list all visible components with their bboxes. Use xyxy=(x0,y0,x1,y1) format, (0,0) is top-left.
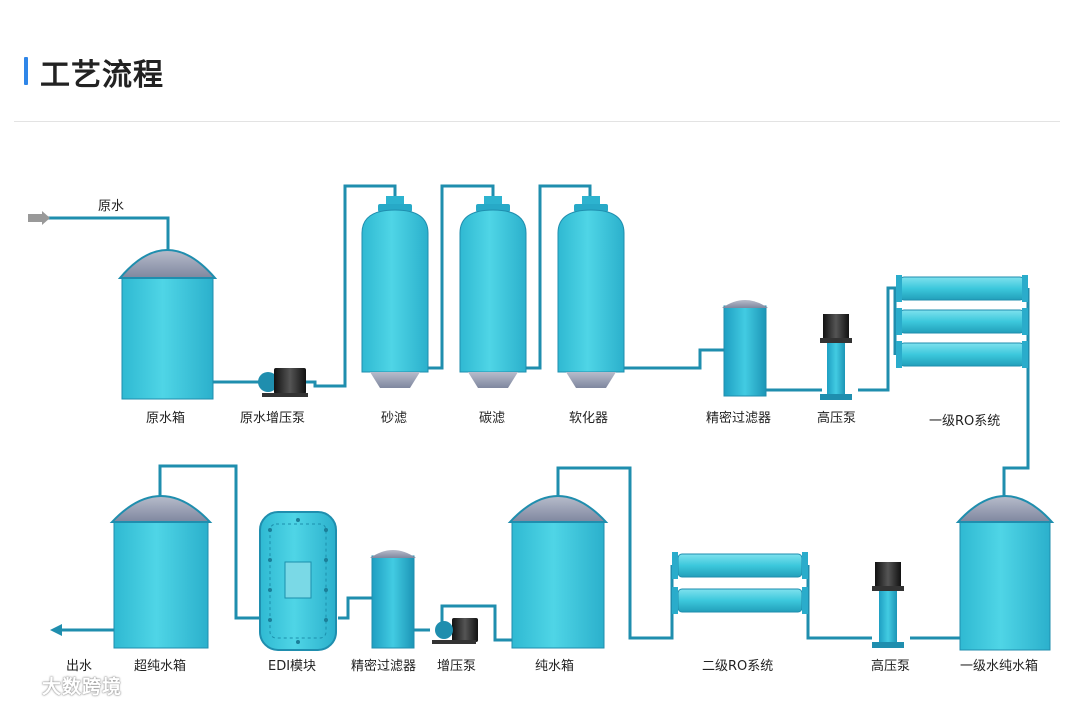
label-sand-filter: 砂滤 xyxy=(381,411,407,426)
label-softener: 软化器 xyxy=(569,411,608,426)
ro-system-2 xyxy=(672,552,808,614)
label-precision-filter-2: 精密过滤器 xyxy=(351,658,416,674)
title-accent-bar xyxy=(24,57,28,85)
watermark-logo-icon xyxy=(11,680,37,694)
ro1-pure-water-tank xyxy=(955,495,1055,651)
pipes xyxy=(40,184,1030,642)
pipe-raw-inlet xyxy=(40,216,170,252)
high-pressure-pump-1 xyxy=(820,314,852,400)
pipe-hp2-to-ro2 xyxy=(806,565,872,640)
precision-filter-2 xyxy=(370,550,416,649)
inlet-arrow xyxy=(28,211,50,225)
pipe-pf2-to-edi xyxy=(338,596,372,620)
boost-pump xyxy=(432,618,478,644)
pure-water-tank xyxy=(507,495,609,649)
watermark-text: 大数跨境 xyxy=(42,676,123,698)
carbon-filter-column xyxy=(459,196,527,388)
label-raw-pump: 原水增压泵 xyxy=(240,411,305,426)
label-precision-filter-1: 精密过滤器 xyxy=(706,410,771,426)
label-outlet: 出水 xyxy=(66,659,92,674)
softener-column xyxy=(557,196,625,388)
ultra-pure-water-tank xyxy=(109,495,213,649)
label-raw-water: 原水 xyxy=(98,199,124,214)
edi-module xyxy=(259,511,337,651)
pipe-sand-to-carbon xyxy=(425,184,495,370)
pipe-ro2-to-pure xyxy=(556,466,674,640)
sand-filter-column xyxy=(361,196,429,388)
label-carbon-filter: 碳滤 xyxy=(479,411,505,426)
header-divider xyxy=(14,121,1060,122)
raw-water-tank xyxy=(117,249,218,400)
label-boost-pump: 增压泵 xyxy=(437,659,476,674)
label-pure-tank: 纯水箱 xyxy=(535,658,574,674)
label-ro-2: 二级RO系统 xyxy=(702,659,773,674)
label-high-pump-1: 高压泵 xyxy=(817,410,856,426)
pipe-softener-to-pf1 xyxy=(623,348,724,370)
label-ro-1: 一级RO系统 xyxy=(929,414,1000,429)
ro-system-1 xyxy=(896,275,1028,368)
high-pressure-pump-2 xyxy=(872,562,904,648)
header: 工艺流程 xyxy=(0,0,1080,122)
label-ro1-tank: 一级水纯水箱 xyxy=(960,658,1038,674)
label-raw-tank: 原水箱 xyxy=(146,410,185,426)
pipe-pump-to-sand xyxy=(305,184,397,388)
pipe-ro1-right xyxy=(1002,288,1030,498)
label-ultra-tank: 超纯水箱 xyxy=(134,658,186,674)
page-title: 工艺流程 xyxy=(40,58,164,93)
label-edi: EDI模块 xyxy=(268,659,316,674)
label-high-pump-2: 高压泵 xyxy=(871,658,910,674)
watermark: 大数跨境 xyxy=(10,672,122,699)
outlet-arrow xyxy=(50,624,62,636)
raw-water-booster-pump xyxy=(258,368,308,397)
precision-filter-1 xyxy=(722,300,768,397)
pipe-edi-to-ultra xyxy=(158,464,260,620)
pipe-carbon-to-softener xyxy=(523,184,592,370)
